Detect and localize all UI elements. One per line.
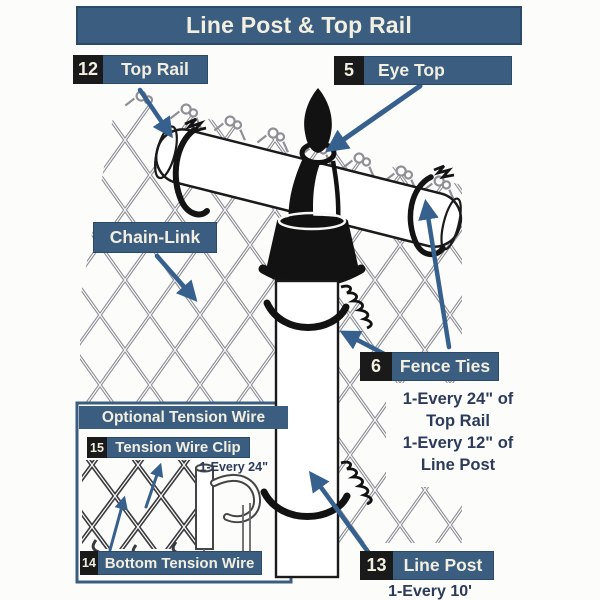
notes-clearing xyxy=(386,383,528,487)
post-tie-band-upper xyxy=(263,299,350,331)
label-chain-link: Chain-Link xyxy=(93,222,217,253)
label-bottom-tension-wire: 14 Bottom Tension Wire xyxy=(80,551,262,575)
arrow-chain-link xyxy=(154,253,198,302)
label-fence-ties: 6 Fence Ties xyxy=(360,352,499,381)
label-tension-wire-clip-text: Tension Wire Clip xyxy=(107,437,250,458)
label-bottom-tension-wire-number: 14 xyxy=(80,551,98,575)
label-fence-ties-text: Fence Ties xyxy=(392,352,499,381)
optional-box-header: Optional Tension Wire xyxy=(79,406,288,429)
tension-mesh xyxy=(82,460,205,549)
arrow-top-rail xyxy=(137,87,173,139)
label-top-rail-text: Top Rail xyxy=(103,55,208,84)
fence-ties-note-1: 1-Every 24" of xyxy=(402,390,514,408)
fence-ties-note-2: Top Rail xyxy=(426,412,490,430)
label-eye-top-text: Eye Top xyxy=(364,56,512,85)
label-eye-top: 5 Eye Top xyxy=(334,56,512,85)
tension-wire-clip-note: 1-Every 24" xyxy=(199,460,268,474)
eye-top-socket-cup xyxy=(258,211,366,288)
fence-ties-note-4: Line Post xyxy=(420,456,496,474)
arrow-tension-wire-1 xyxy=(108,495,128,552)
label-top-rail-number: 12 xyxy=(73,55,103,84)
label-line-post-text: Line Post xyxy=(393,551,494,580)
post-tie-wire-upper xyxy=(340,284,373,330)
arrow-eye-top xyxy=(325,83,423,153)
label-line-post-number: 13 xyxy=(360,551,393,580)
line-post-note: 1-Every 10' xyxy=(388,583,472,600)
arrow-fence-ties-rail xyxy=(418,198,452,350)
arrow-line-post xyxy=(308,470,377,563)
label-tension-wire-clip-number: 15 xyxy=(87,437,107,458)
label-fence-ties-number: 6 xyxy=(360,352,392,381)
post-tie-band-lower xyxy=(260,488,351,520)
label-line-post: 13 Line Post xyxy=(360,551,494,580)
label-tension-wire-clip: 15 Tension Wire Clip xyxy=(87,437,250,458)
label-bottom-tension-wire-text: Bottom Tension Wire xyxy=(98,551,262,575)
fence-ties-note-3: 1-Every 12" of xyxy=(402,434,514,452)
arrow-tension-wire-2 xyxy=(144,462,164,509)
fence-tie-rail-left xyxy=(172,117,210,218)
bottom-wire-lines xyxy=(203,503,251,551)
post-tie-wire-lower xyxy=(340,460,373,506)
label-eye-top-number: 5 xyxy=(334,56,364,85)
fence-ties-notes: 1-Every 24" of Top Rail 1-Every 12" of L… xyxy=(392,388,524,476)
tension-wire-clip-drawing xyxy=(195,463,261,551)
label-top-rail: 12 Top Rail xyxy=(73,55,208,84)
page-title: Line Post & Top Rail xyxy=(76,6,522,45)
